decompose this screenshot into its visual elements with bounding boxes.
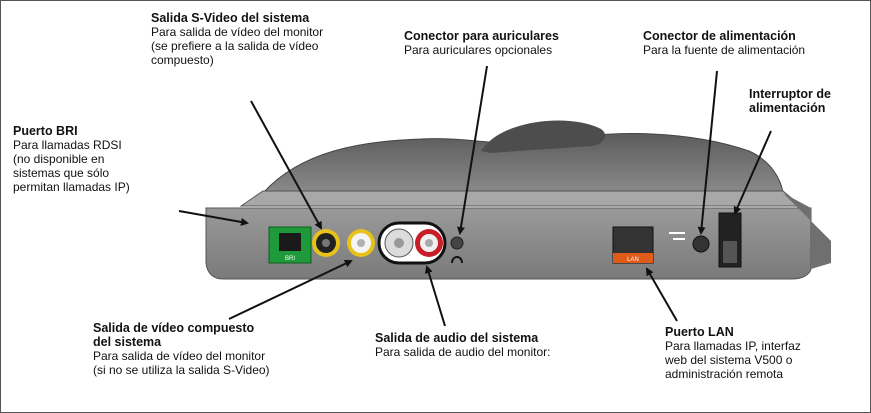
audio-description: Para salida de audio del monitor: <box>375 345 551 359</box>
lan-callout: Puerto LAN Para llamadas IP, interfaz we… <box>665 325 801 381</box>
audio-connectors <box>377 221 447 265</box>
composite-arrow <box>228 259 353 320</box>
audio-title: Salida de audio del sistema <box>375 331 539 345</box>
device-back-panel <box>205 207 812 280</box>
power-connector-title: Conector de alimentación <box>643 29 796 43</box>
audio-arrow <box>424 265 446 327</box>
bri-title: Puerto BRI <box>13 124 78 138</box>
bri-callout: Puerto BRI Para llamadas RDSI (no dispon… <box>13 124 130 194</box>
power-connector <box>669 232 710 253</box>
power-switch-title: Interruptor de alimentación <box>749 87 831 115</box>
bri-port: BRI <box>268 226 312 264</box>
svideo-arrow <box>250 100 322 230</box>
headphone-title: Conector para auriculares <box>404 29 559 43</box>
power-connector-description: Para la fuente de alimentación <box>643 43 806 57</box>
bri-arrow <box>178 210 249 226</box>
lan-description: Para llamadas IP, interfaz web del siste… <box>665 339 801 381</box>
power-connector-arrow <box>697 70 718 235</box>
svideo-callout: Salida S-Video del sistema Para salida d… <box>151 11 323 67</box>
bri-description: Para llamadas RDSI (no disponible en sis… <box>13 138 130 194</box>
device-side <box>783 193 831 269</box>
svideo-connector <box>312 229 340 257</box>
device-ledge <box>239 190 803 207</box>
svideo-title: Salida S-Video del sistema <box>151 11 310 25</box>
lan-arrow <box>646 267 678 322</box>
power-switch-callout: Interruptor de alimentación <box>749 87 831 115</box>
composite-connector <box>347 229 375 257</box>
composite-description: Para salida de vídeo del monitor (si no … <box>93 349 270 377</box>
headphone-callout: Conector para auriculares Para auricular… <box>404 29 559 57</box>
power-switch <box>718 212 742 268</box>
lan-port: LAN <box>612 226 654 264</box>
lan-title: Puerto LAN <box>665 325 734 339</box>
headphone-arrow <box>457 65 488 235</box>
headphone-description: Para auriculares opcionales <box>404 43 553 57</box>
audio-callout: Salida de audio del sistema Para salida … <box>375 331 550 359</box>
svideo-description: Para salida de vídeo del monitor (se pre… <box>151 25 324 67</box>
lan-port-label: LAN <box>627 257 639 263</box>
power-switch-arrow <box>733 130 772 215</box>
headphone-jack <box>450 236 464 264</box>
composite-callout: Salida de vídeo compuesto del sistema Pa… <box>93 321 270 377</box>
power-connector-callout: Conector de alimentación Para la fuente … <box>643 29 805 57</box>
device-handle <box>481 120 606 153</box>
composite-title: Salida de vídeo compuesto del sistema <box>93 321 255 349</box>
bri-port-label: BRI <box>285 256 295 262</box>
